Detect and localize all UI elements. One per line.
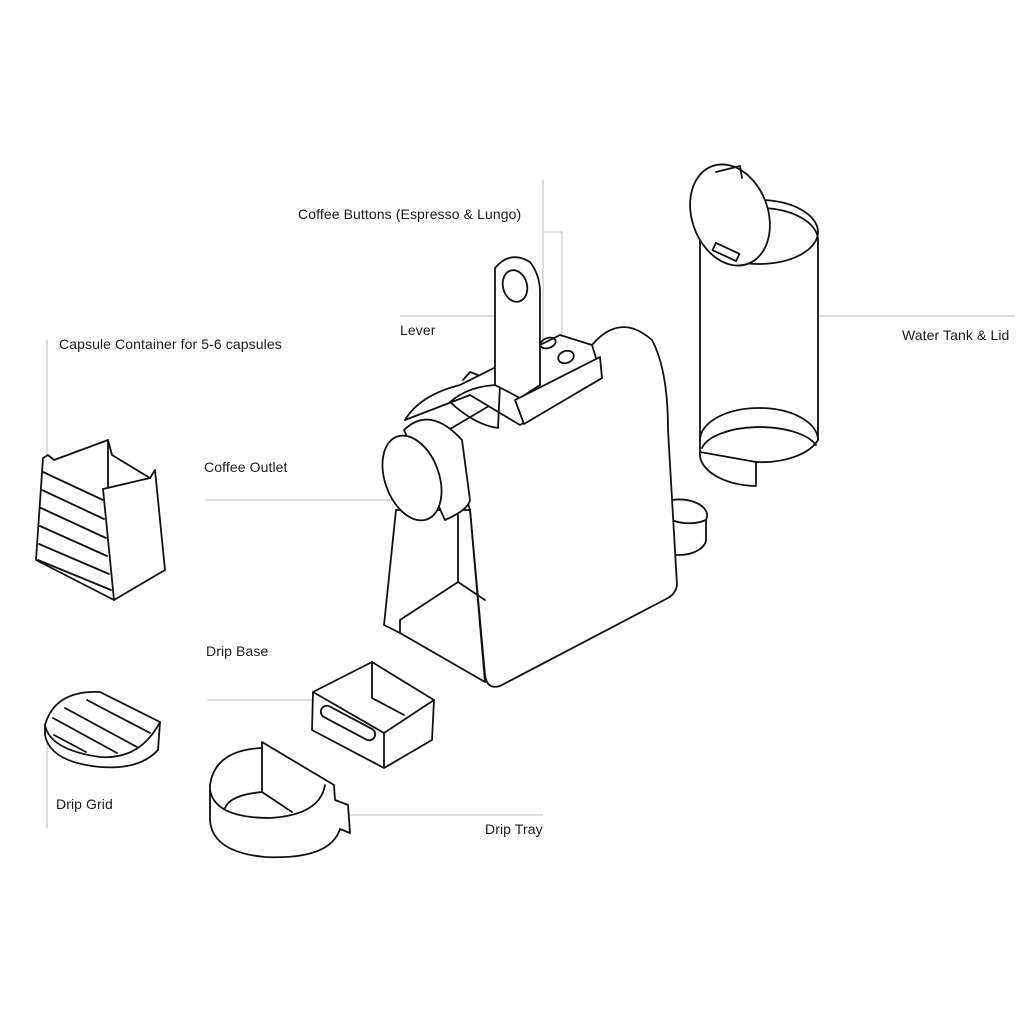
label-drip-grid: Drip Grid bbox=[56, 796, 113, 812]
machine-body-drawing bbox=[381, 256, 709, 688]
label-coffee-buttons: Coffee Buttons (Espresso & Lungo) bbox=[298, 206, 522, 222]
label-capsule-container: Capsule Container for 5-6 capsules bbox=[59, 336, 282, 352]
drip-grid-drawing bbox=[44, 691, 161, 769]
label-drip-base: Drip Base bbox=[206, 643, 269, 659]
label-coffee-outlet: Coffee Outlet bbox=[204, 459, 288, 475]
drip-tray-drawing bbox=[209, 741, 351, 859]
drip-base-drawing bbox=[311, 661, 435, 769]
leader-coffee-buttons-2 bbox=[543, 231, 563, 355]
label-water-tank: Water Tank & Lid bbox=[902, 327, 1010, 343]
label-drip-tray: Drip Tray bbox=[485, 821, 543, 837]
water-tank-drawing bbox=[689, 163, 819, 487]
capsule-container-drawing bbox=[35, 439, 166, 601]
label-lever: Lever bbox=[400, 322, 436, 338]
